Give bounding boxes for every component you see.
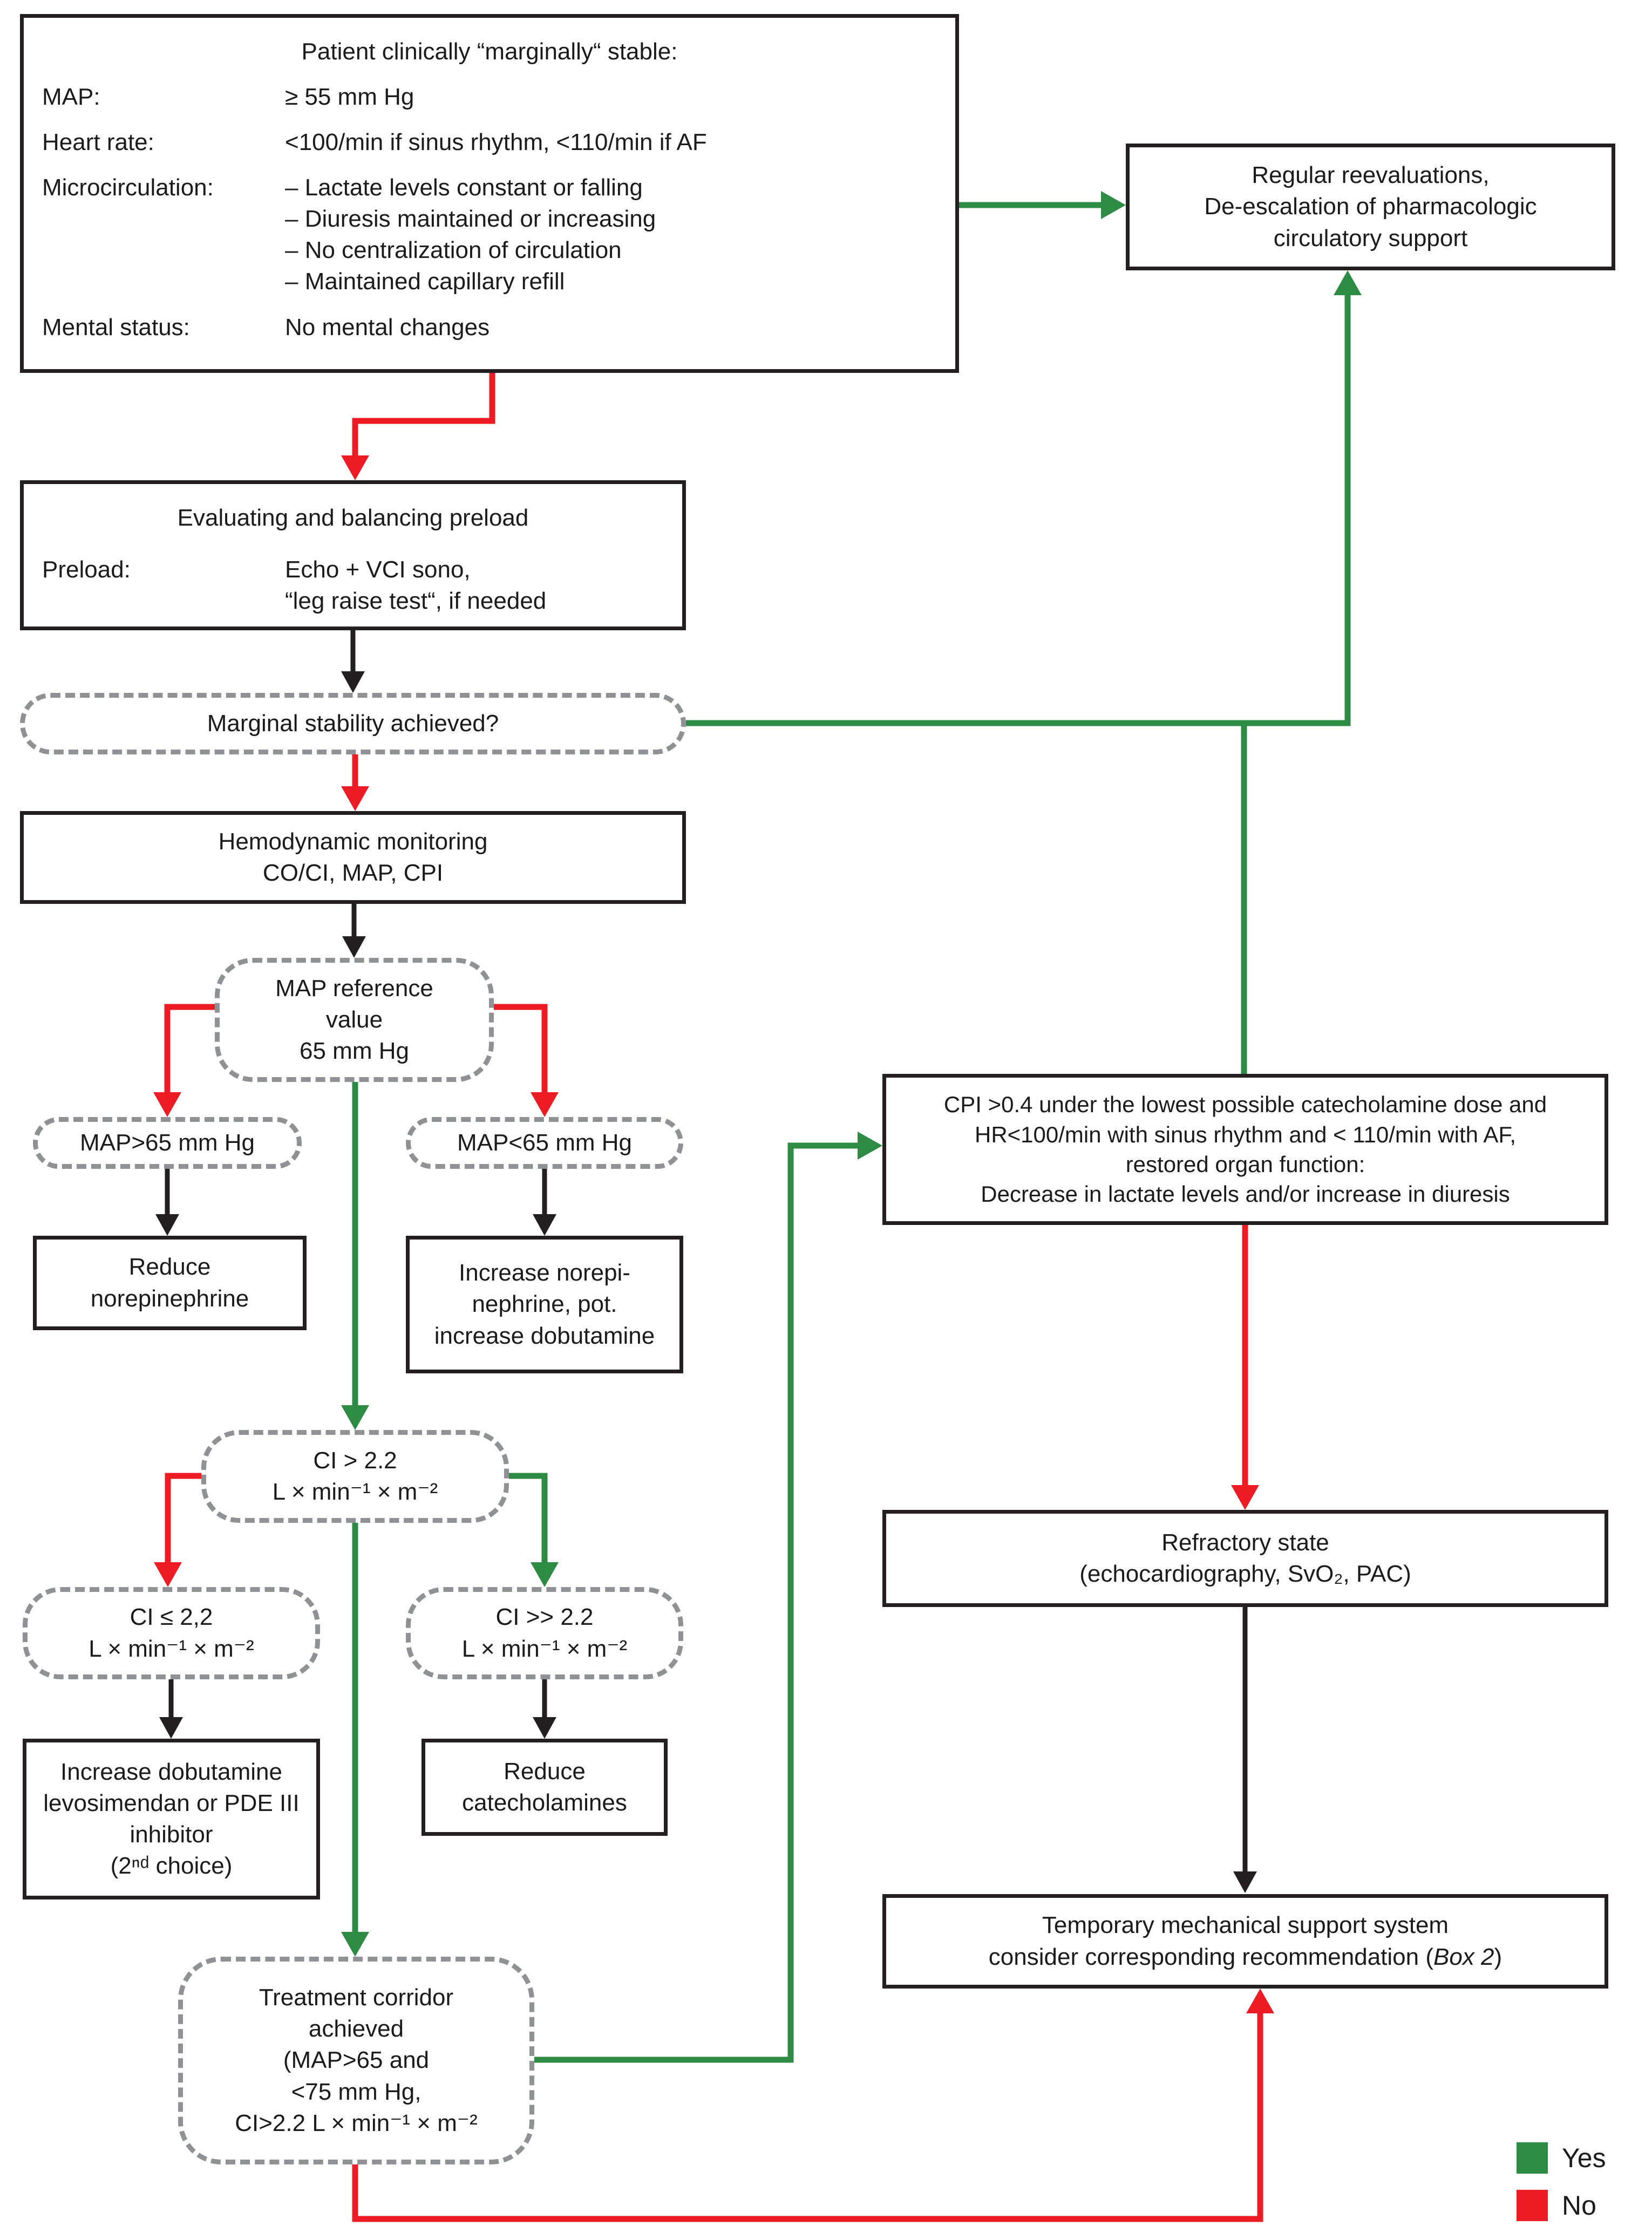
preload-row: Preload: Echo + VCI sono, “leg raise tes… [42,554,664,617]
connector-treatment-yes-to-cpi [534,1132,882,2063]
node-increase-norepinephrine: Increase norepi- nephrine, pot. increase… [406,1236,683,1373]
stable-row-microcirculation: Microcirculation: – Lactate levels const… [42,172,937,297]
temp-support-line2-post: ) [1494,1943,1503,1970]
node-preload-title: Evaluating and balancing preload [177,505,529,531]
stable-row-microcirculation-value: – Lactate levels constant or falling – D… [285,174,656,295]
connector-ci-gt-no-to-ci-le [154,1473,201,1587]
preload-row-value: Echo + VCI sono, “leg raise test“, if ne… [285,556,547,615]
temp-support-line2-pre: consider corresponding recommendation ( [988,1943,1434,1970]
stable-row-map-value: ≥ 55 mm Hg [285,84,414,111]
stable-row-microcirculation-label: Microcirculation: [42,174,214,201]
node-map-gt-65: MAP>65 mm Hg [33,1117,302,1169]
node-increase-dobutamine: Increase dobutamine levosimendan or PDE … [23,1739,320,1899]
temp-support-line1: Temporary mechanical support system [1042,1912,1449,1939]
stable-row-heart-rate-value: <100/min if sinus rhythm, <110/min if AF [285,129,707,156]
node-ci-le-2-2: CI ≤ 2,2 L × min⁻¹ × m⁻² [23,1587,320,1679]
stable-row-heart-rate: Heart rate: <100/min if sinus rhythm, <1… [42,127,937,158]
legend-no-swatch [1517,2190,1548,2221]
temp-support-line2-italic: Box 2 [1433,1943,1494,1970]
legend-yes-swatch [1517,2142,1548,2174]
stable-row-map: MAP: ≥ 55 mm Hg [42,81,937,113]
node-refractory-state: Refractory state (echocardiography, SvO₂… [882,1510,1608,1607]
connector-treatment-no-to-temp [352,1989,1274,2222]
connector-stable-no-to-preload [341,373,495,480]
stable-row-mental-status-value: No mental changes [285,314,490,341]
legend-yes: Yes [1517,2142,1606,2174]
node-patient-stable-title: Patient clinically “marginally“ stable: [301,38,678,65]
legend-no: No [1517,2190,1596,2221]
connector-ci-gt-yes-to-ci-gg [509,1473,559,1587]
node-reduce-catecholamines: Reduce catecholamines [422,1739,668,1836]
stable-row-mental-status-label: Mental status: [42,314,190,341]
node-reduce-norepinephrine: Reduce norepinephrine [33,1236,307,1330]
node-map-lt-65: MAP<65 mm Hg [406,1117,683,1169]
stable-row-heart-rate-label: Heart rate: [42,129,154,156]
node-cpi-criteria: CPI >0.4 under the lowest possible catec… [882,1074,1608,1225]
connector-mapref-to-map-lt [494,1004,559,1117]
stable-row-mental-status: Mental status: No mental changes [42,312,937,343]
node-map-reference: MAP reference value 65 mm Hg [215,958,494,1082]
node-preload: Evaluating and balancing preload Preload… [20,480,686,630]
node-marginal-stability: Marginal stability achieved? [20,693,686,754]
stable-row-map-label: MAP: [42,84,100,111]
node-ci-gt-2-2: CI > 2.2 L × min⁻¹ × m⁻² [201,1430,509,1523]
legend-yes-label: Yes [1562,2143,1606,2173]
node-temporary-mechanical-support: Temporary mechanical support system cons… [882,1894,1608,1989]
connector-mapref-to-map-gt [153,1004,215,1117]
temp-support-line2: consider corresponding recommendation (B… [989,1942,1502,1973]
connector-marginal-yes-to-regular [686,270,1362,726]
node-hemodynamic-monitoring: Hemodynamic monitoring CO/CI, MAP, CPI [20,811,686,904]
node-regular-reevaluations: Regular reevaluations, De-escalation of … [1126,144,1615,270]
node-patient-stable: Patient clinically “marginally“ stable: … [20,14,959,373]
legend-no-label: No [1562,2190,1596,2221]
node-ci-gg-2-2: CI >> 2.2 L × min⁻¹ × m⁻² [406,1587,683,1679]
preload-row-label: Preload: [42,556,131,583]
node-treatment-corridor: Treatment corridor achieved (MAP>65 and … [178,1957,534,2164]
